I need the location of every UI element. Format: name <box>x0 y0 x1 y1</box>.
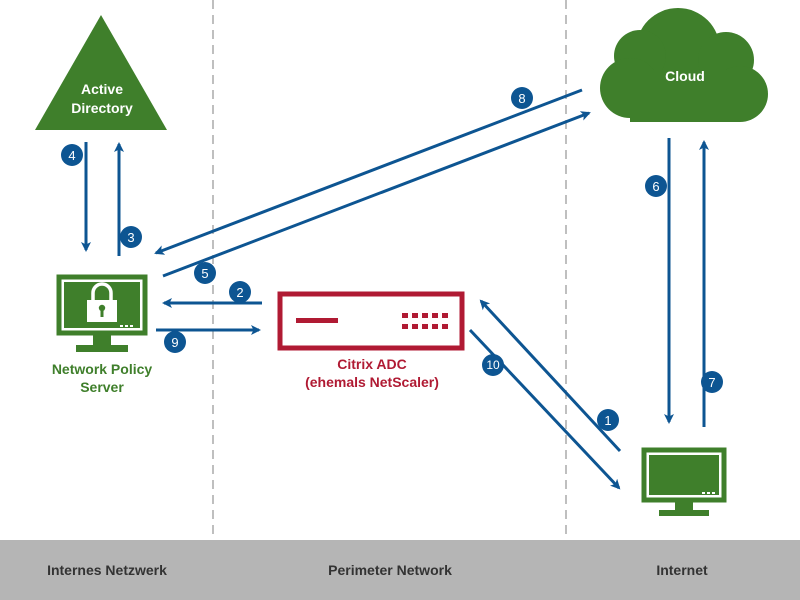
lock-monitor-icon <box>56 274 148 352</box>
cloud-node: Cloud <box>600 8 768 122</box>
step-badge: 5 <box>194 262 216 284</box>
step-number: 8 <box>518 91 525 106</box>
step-number: 4 <box>68 148 75 163</box>
step-number: 7 <box>708 375 715 390</box>
client-node <box>641 447 727 516</box>
step-badge: 4 <box>61 144 83 166</box>
cloud-icon <box>600 8 768 122</box>
adc-label-line2: (ehemals NetScaler) <box>305 374 439 390</box>
triangle-icon <box>35 15 167 130</box>
arrow-step-1 <box>479 299 622 453</box>
arrow-step-8 <box>154 88 583 255</box>
appliance-icon <box>277 291 465 351</box>
adc-node: Citrix ADC (ehemals NetScaler) <box>277 291 465 390</box>
zone-label-internal: Internes Netzwerk <box>47 562 167 578</box>
zone-label-perimeter: Perimeter Network <box>328 562 452 578</box>
nps-label-line1: Network Policy <box>52 361 153 377</box>
step-badge: 9 <box>164 331 186 353</box>
step-badge: 3 <box>120 226 142 248</box>
step-number: 9 <box>171 335 178 350</box>
active-directory-label-line1: Active <box>81 81 123 97</box>
arrow-step-5 <box>162 111 591 278</box>
step-number: 5 <box>201 266 208 281</box>
step-badge: 6 <box>645 175 667 197</box>
step-badge: 10 <box>482 354 504 376</box>
step-number: 2 <box>236 285 243 300</box>
step-number: 6 <box>652 179 659 194</box>
step-number: 10 <box>486 358 500 372</box>
monitor-icon <box>641 447 727 516</box>
step-badge: 8 <box>511 87 533 109</box>
step-badge: 1 <box>597 409 619 431</box>
step-badge: 7 <box>701 371 723 393</box>
nps-node: Network Policy Server <box>52 274 153 395</box>
step-number: 3 <box>127 230 134 245</box>
zone-label-internet: Internet <box>656 562 708 578</box>
arrow-step-10 <box>468 328 621 490</box>
adc-label-line1: Citrix ADC <box>337 356 407 372</box>
active-directory-label-line2: Directory <box>71 100 133 116</box>
step-badge: 2 <box>229 281 251 303</box>
active-directory-node: Active Directory <box>35 15 167 130</box>
nps-label-line2: Server <box>80 379 124 395</box>
cloud-label: Cloud <box>665 68 705 84</box>
step-number: 1 <box>604 413 611 428</box>
zone-footer <box>0 540 800 600</box>
